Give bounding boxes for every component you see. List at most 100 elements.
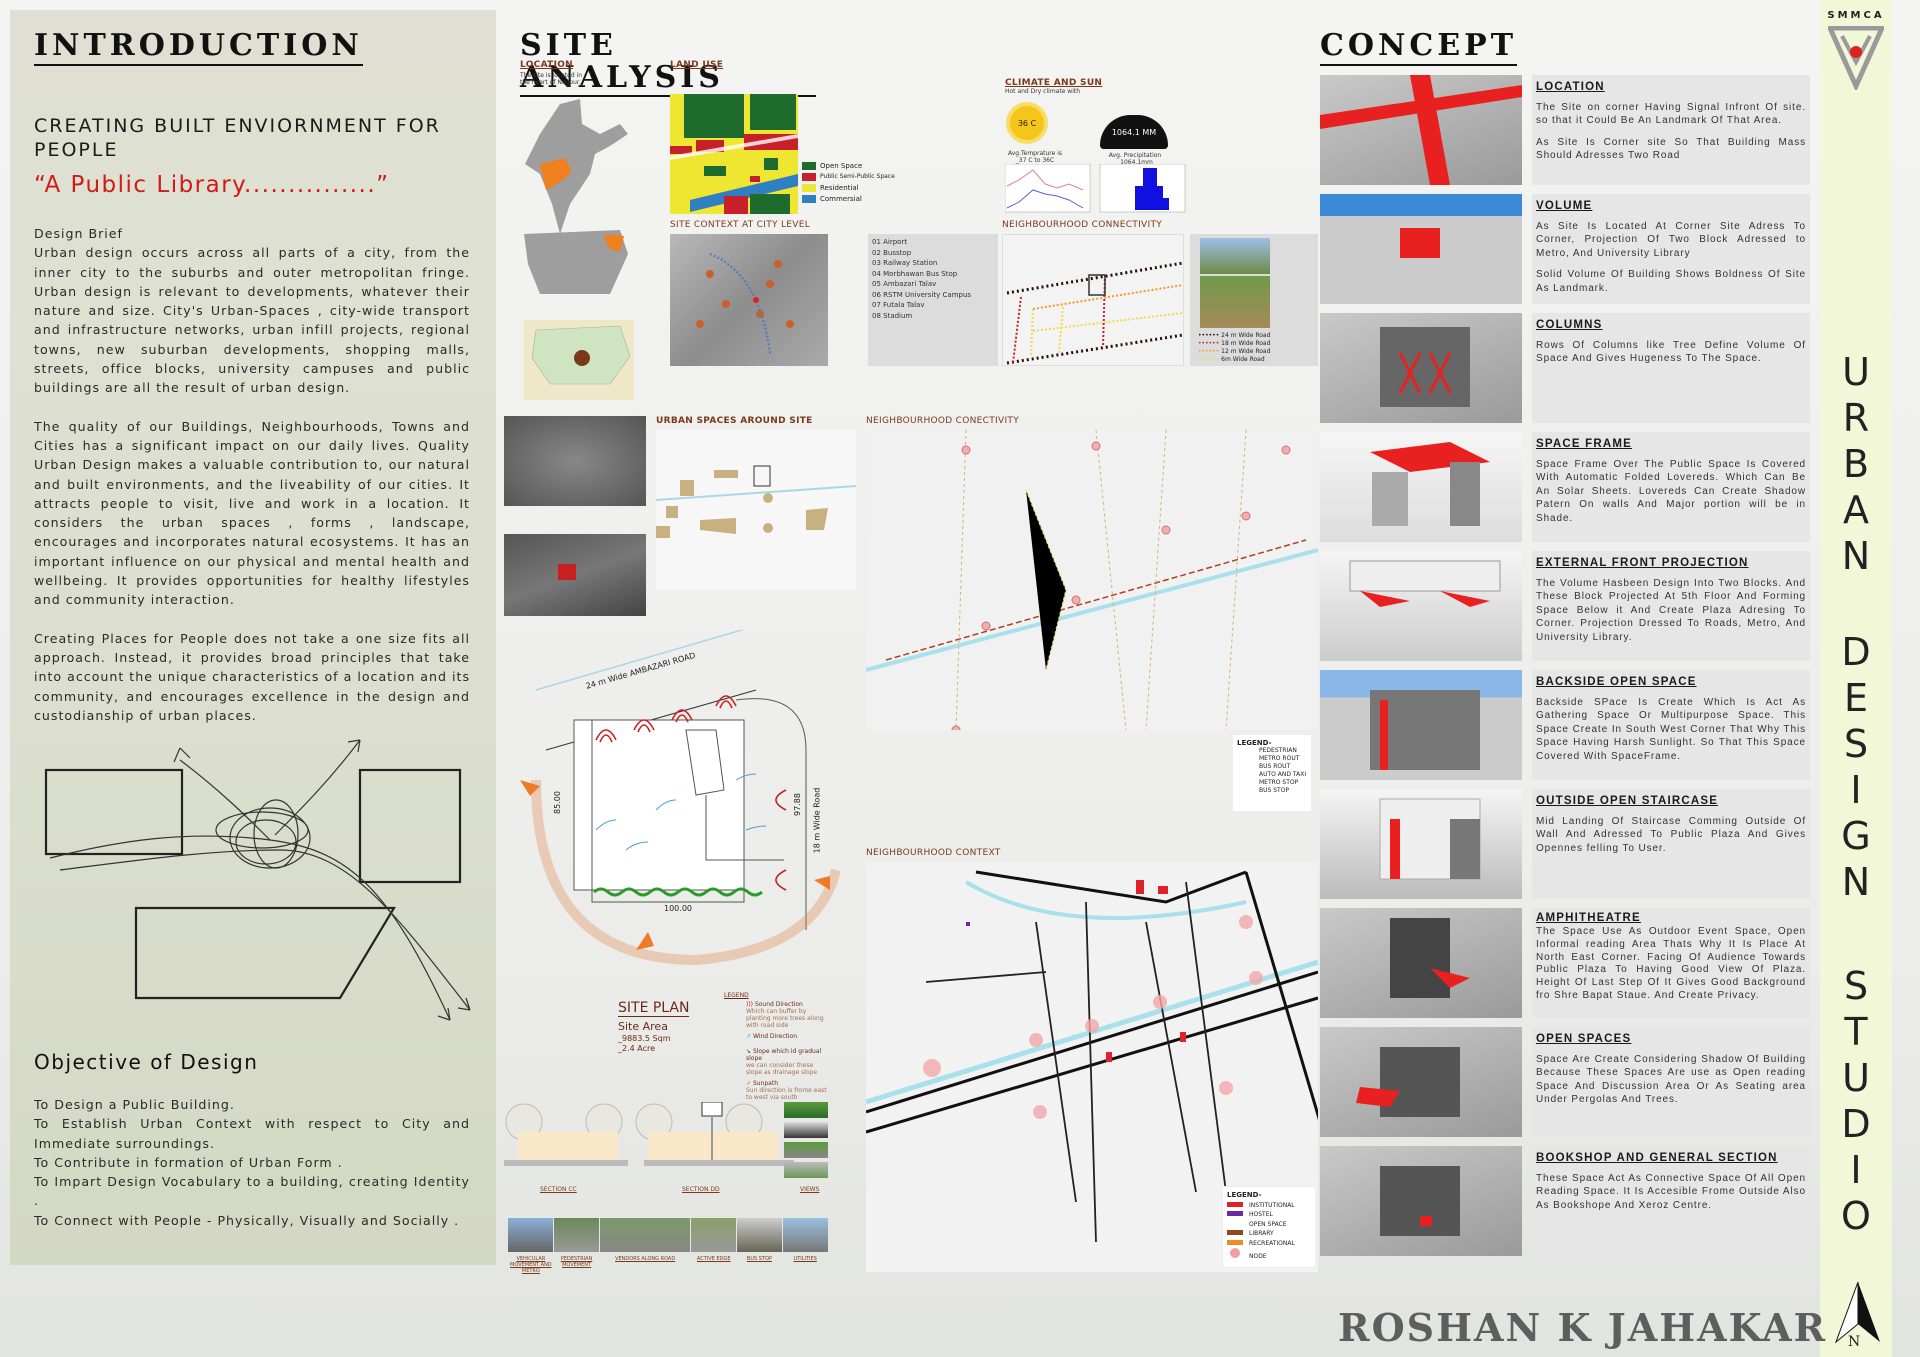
title-strip: SMMCA U R B A N D E S I G N S T U D I O … xyxy=(1820,0,1892,1357)
urban-spaces-label: URBAN SPACES AROUND SITE xyxy=(656,416,813,426)
title-letter: B xyxy=(1842,442,1870,486)
street-photo xyxy=(737,1218,782,1252)
title-letter: O xyxy=(1841,1194,1871,1238)
legend-item: NODE xyxy=(1227,1248,1311,1262)
title-letter: U xyxy=(1842,1056,1870,1100)
sun-icon: 36 C xyxy=(1010,106,1044,140)
street-photos xyxy=(508,1218,828,1252)
dotted-line-icon: •••••• xyxy=(1198,348,1222,355)
section-label: SECTION DD xyxy=(682,1186,720,1193)
views-thumbnails xyxy=(784,1102,828,1182)
view-thumb xyxy=(784,1102,828,1118)
intro-quote: “A Public Library...............” xyxy=(34,172,390,198)
legend-item: OPEN SPACE xyxy=(1227,1220,1311,1230)
design-brief-heading: Design Brief xyxy=(34,226,123,241)
title-letter: I xyxy=(1850,768,1862,812)
swatch-icon xyxy=(802,172,816,181)
neigh-context-label: NEIGHBOURHOOD CONTEXT xyxy=(866,848,1001,858)
climate-caption: Hot and Dry climate with xyxy=(1005,88,1081,95)
site-photo xyxy=(1200,276,1270,328)
swatch-icon xyxy=(1227,1239,1243,1245)
view-thumb xyxy=(784,1122,828,1138)
neigh-connectivity-label: NEIGHBOURHOOD CONNECTIVITY xyxy=(1002,220,1163,230)
site-photo xyxy=(1200,238,1270,274)
legend-item: Commersial xyxy=(802,193,895,204)
swatch-icon xyxy=(802,194,816,203)
title-letter: R xyxy=(1842,396,1870,440)
north-arrow-icon xyxy=(1834,1281,1880,1344)
wind-icon: ↗ xyxy=(746,1033,753,1040)
title-letter: D xyxy=(1841,630,1871,674)
swatch-icon xyxy=(1227,1211,1243,1216)
sunpath-icon: ➚ xyxy=(746,1080,753,1087)
legend-item: HOSTEL xyxy=(1227,1210,1311,1220)
dim-left-label: 85.00 xyxy=(552,791,562,814)
objective-item: To Connect with People - Physically, Vis… xyxy=(34,1212,460,1228)
location-label: LOCATION xyxy=(520,60,574,70)
legend-item: BUS ROUT xyxy=(1259,763,1291,770)
legend-item: •••••• 24 m Wide Road xyxy=(1198,332,1271,339)
brief-paragraph: The quality of our Buildings, Neighbourh… xyxy=(34,418,470,608)
title-letter: A xyxy=(1843,488,1869,532)
concept-render xyxy=(1320,194,1522,304)
intro-subtitle: CREATING BUILT ENVIORNMENT FOR PEOPLE xyxy=(34,115,441,161)
concept-render xyxy=(1320,908,1522,1018)
title-letter: N xyxy=(1841,860,1871,904)
dotted-line-icon: •••••• xyxy=(1198,332,1222,339)
logo-text: SMMCA xyxy=(1827,10,1885,21)
site-plan-title: SITE PLAN xyxy=(618,1000,690,1017)
swatch-icon xyxy=(1227,1221,1243,1226)
street-photo xyxy=(600,1218,690,1252)
climate-charts xyxy=(1005,164,1186,213)
neigh-connectivity-photos: •••••• 24 m Wide Road •••••• 18 m Wide R… xyxy=(1190,234,1318,366)
legend-item: •••••• 12 m Wide Road xyxy=(1198,348,1271,355)
swatch-icon xyxy=(802,161,816,170)
street-photo xyxy=(554,1218,599,1252)
title-letter: N xyxy=(1841,534,1871,578)
objective-item: To Impart Design Vocabulary to a buildin… xyxy=(34,1174,470,1209)
street-photo xyxy=(783,1218,828,1252)
legend-item: Public Semi-Public Space xyxy=(802,171,895,182)
section-label: SECTION CC xyxy=(540,1186,577,1193)
dotted-line-icon: •••••• xyxy=(1198,356,1222,363)
concept-title: CONCEPT xyxy=(1320,30,1518,66)
site-analysis-panel: SITE ANALYSIS LOCATION The site is locat… xyxy=(500,10,1328,1274)
legend-item: Open Space xyxy=(802,160,895,171)
legend-item: METRO STOP xyxy=(1259,779,1299,786)
road-legend: •••••• 24 m Wide Road •••••• 18 m Wide R… xyxy=(1198,332,1270,364)
swatch-icon xyxy=(1227,1201,1243,1207)
title-letter: T xyxy=(1844,1010,1868,1054)
design-brief: Design Brief Urban design occurs across … xyxy=(34,224,470,744)
site-analysis-title: SITE ANALYSIS xyxy=(520,30,816,97)
title-letter: U xyxy=(1842,350,1870,394)
land-use-legend: Open Space Public Semi-Public Space Resi… xyxy=(802,160,895,204)
legend-item: RECREATIONAL xyxy=(1227,1239,1311,1249)
legend-item: •••••• 6m Wide Road xyxy=(1198,356,1265,363)
city-context-places: 01 Airport 02 Busstop 03 Railway Station… xyxy=(868,234,998,366)
street-sections xyxy=(504,1101,826,1182)
climate-label: CLIMATE AND SUN xyxy=(1005,78,1103,88)
slope-arrow-icon: ↘ xyxy=(746,1048,753,1055)
legend-item: BUS STOP xyxy=(1259,787,1290,794)
road-right-label: 18 m Wide Road xyxy=(812,787,822,854)
temp-caption: Avg.Temprature is _37 C to 36C xyxy=(1007,150,1063,164)
title-letter: S xyxy=(1843,722,1869,766)
legend-item: AUTO AND TAXI xyxy=(1259,771,1307,778)
